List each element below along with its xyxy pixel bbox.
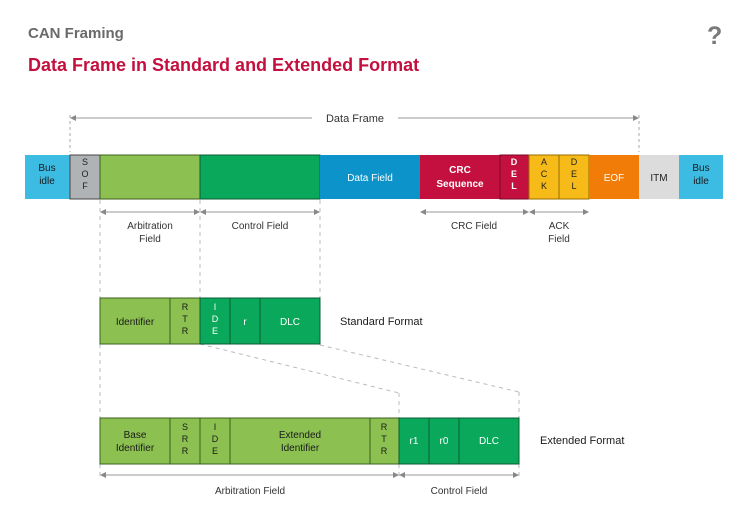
ext-rtr-block	[369, 417, 400, 465]
ext-ide-char-3: E	[212, 446, 218, 456]
ext-dlc-block	[458, 417, 520, 465]
ext-dlc-label: DLC	[479, 436, 499, 447]
control-field-label: Control Field	[232, 221, 289, 232]
data-field-label: Data Field	[347, 173, 393, 184]
standard-format-label: Standard Format	[340, 316, 423, 328]
data-frame-label: Data Frame	[326, 113, 384, 125]
ack-char-3: K	[541, 181, 547, 191]
ack-delimiter-block	[558, 154, 590, 200]
ext-control-field-label: Control Field	[431, 486, 488, 497]
bus-idle-right-line2: idle	[693, 176, 709, 187]
ext-ide-char-2: D	[212, 434, 219, 444]
crc-sequence-line1: CRC	[449, 165, 471, 176]
del2-char-1: D	[571, 157, 578, 167]
ack-field-line1: ACK	[549, 221, 570, 232]
arbitration-block	[99, 154, 201, 200]
arbitration-field-line1: Arbitration	[127, 221, 173, 232]
ext-srr-char-1: S	[182, 422, 188, 432]
data-frame-dimension: Data Frame	[69, 113, 640, 152]
ext-base-identifier-line1: Base	[124, 430, 147, 441]
ext-srr-char-3: R	[182, 446, 189, 456]
std-rtr-char-3: R	[182, 326, 189, 336]
std-ide-char-1: I	[214, 302, 217, 312]
ext-base-identifier-block	[99, 417, 171, 465]
ack-field-line2: Field	[548, 234, 570, 245]
itm-block	[639, 155, 679, 199]
page-pretitle: CAN Framing	[28, 25, 124, 42]
crc-sequence-block	[420, 155, 500, 199]
ext-arbitration-field-label: Arbitration Field	[215, 486, 285, 497]
ext-srr-block	[169, 417, 201, 465]
ext-r0-block	[428, 417, 460, 465]
std-dlc-label: DLC	[280, 317, 300, 328]
std-rtr-block	[169, 297, 201, 345]
ext-ide-char-1: I	[214, 422, 217, 432]
std-identifier-block	[99, 297, 171, 345]
ext-base-identifier-line2: Identifier	[116, 443, 155, 454]
ext-rtr-char-2: T	[381, 434, 387, 444]
arbitration-field-line2: Field	[139, 234, 161, 245]
page-title: Data Frame in Standard and Extended Form…	[28, 55, 420, 75]
sof-char-3: F	[82, 181, 88, 191]
itm-label: ITM	[650, 173, 667, 184]
ack-char-1: A	[541, 157, 547, 167]
bus-idle-right-line1: Bus	[692, 163, 709, 174]
crc-field-label: CRC Field	[451, 221, 497, 232]
bus-idle-left-line1: Bus	[38, 163, 55, 174]
std-ide-block	[199, 297, 231, 345]
standard-format-row: Identifier R T R I D E r DLC Standard Fo…	[99, 297, 423, 345]
del2-char-2: E	[571, 169, 577, 179]
sof-block	[69, 154, 101, 200]
ext-extended-identifier-line2: Identifier	[281, 443, 320, 454]
std-rtr-char-2: T	[182, 314, 188, 324]
ack-char-2: C	[541, 169, 548, 179]
data-frame-row: Bus idle S O F Data Field CRC Sequence D…	[25, 154, 723, 200]
del1-char-2: E	[511, 169, 517, 179]
crc-sequence-line2: Sequence	[436, 179, 484, 190]
data-field-block	[320, 155, 420, 199]
std-dlc-block	[259, 297, 321, 345]
extended-format-label: Extended Format	[540, 435, 624, 447]
ext-rtr-char-3: R	[381, 446, 388, 456]
sof-char-2: O	[81, 169, 88, 179]
std-ide-char-2: D	[212, 314, 219, 324]
std-rtr-char-1: R	[182, 302, 189, 312]
eof-block	[589, 155, 639, 199]
question-mark-icon[interactable]: ?	[707, 22, 723, 50]
del2-char-3: L	[571, 181, 576, 191]
extended-format-row: Base Identifier S R R I D E Extended Ide…	[99, 417, 624, 497]
del1-char-1: D	[511, 157, 518, 167]
ext-srr-char-2: R	[182, 434, 189, 444]
std-ide-char-3: E	[212, 326, 218, 336]
ext-extended-identifier-line1: Extended	[279, 430, 321, 441]
ext-r1-label: r1	[410, 436, 419, 447]
ack-block	[528, 154, 560, 200]
std-r-label: r	[243, 317, 247, 328]
eof-label: EOF	[604, 173, 625, 184]
ext-extended-identifier-block	[229, 417, 371, 465]
std-identifier-label: Identifier	[116, 317, 155, 328]
control-block	[199, 154, 321, 200]
field-dimensions: Arbitration Field Control Field CRC Fiel…	[100, 209, 589, 245]
ext-ide-block	[199, 417, 231, 465]
bus-idle-left-line2: idle	[39, 176, 55, 187]
bus-idle-left-block	[25, 155, 70, 199]
ext-r0-label: r0	[440, 436, 449, 447]
ext-rtr-char-1: R	[381, 422, 388, 432]
ext-r1-block	[398, 417, 430, 465]
sof-char-1: S	[82, 157, 88, 167]
bus-idle-right-block	[679, 155, 723, 199]
del1-char-3: L	[511, 181, 517, 191]
